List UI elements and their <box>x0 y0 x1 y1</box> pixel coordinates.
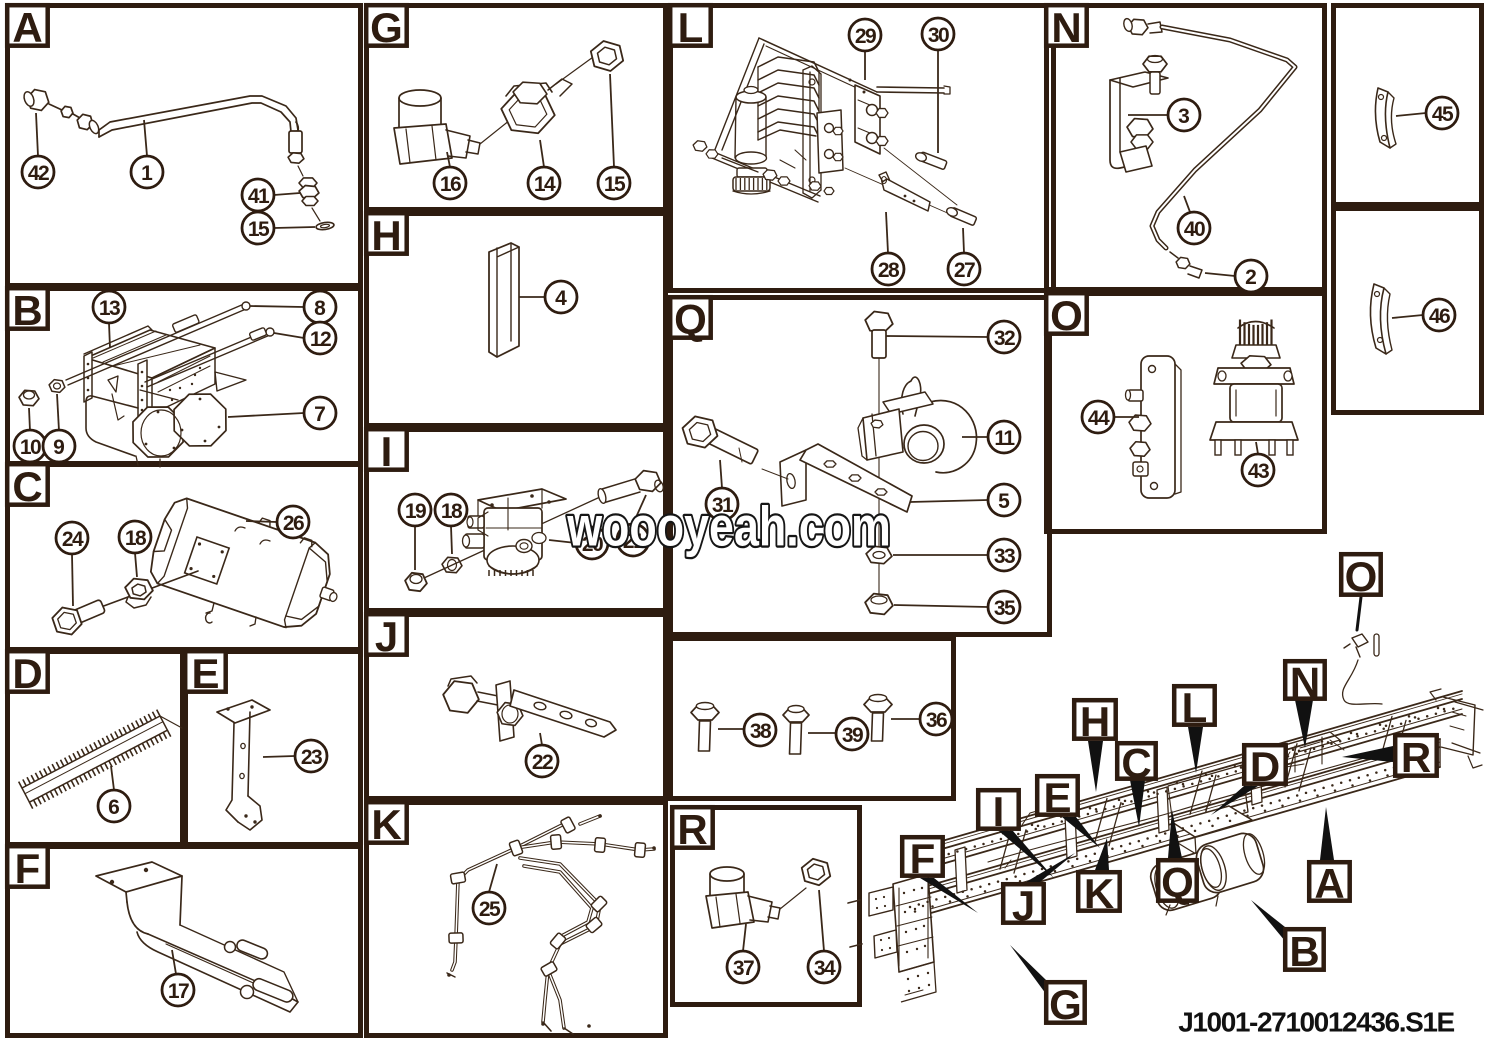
svg-text:J: J <box>375 613 398 660</box>
svg-text:29: 29 <box>855 25 876 48</box>
svg-text:30: 30 <box>928 24 949 47</box>
svg-text:D: D <box>1250 743 1280 790</box>
svg-text:22: 22 <box>532 751 553 774</box>
svg-text:23: 23 <box>301 746 322 769</box>
svg-text:I: I <box>381 428 393 475</box>
svg-text:19: 19 <box>405 500 426 523</box>
svg-text:E: E <box>191 650 219 697</box>
svg-text:6: 6 <box>108 796 120 819</box>
svg-text:39: 39 <box>842 724 863 747</box>
svg-text:N: N <box>1290 659 1320 706</box>
svg-text:5: 5 <box>998 490 1010 513</box>
svg-text:20: 20 <box>582 533 603 556</box>
svg-text:Q: Q <box>1161 859 1194 906</box>
svg-text:34: 34 <box>814 957 836 980</box>
svg-text:R: R <box>1401 734 1431 781</box>
svg-text:H: H <box>371 212 401 259</box>
svg-text:17: 17 <box>168 980 189 1003</box>
svg-text:H: H <box>1080 698 1110 745</box>
svg-text:2: 2 <box>1245 266 1257 289</box>
svg-text:41: 41 <box>248 185 270 208</box>
svg-text:25: 25 <box>479 898 501 921</box>
svg-text:33: 33 <box>994 545 1015 568</box>
svg-text:K: K <box>1084 870 1114 917</box>
svg-text:F: F <box>910 835 936 882</box>
svg-text:J1001-2710012436.S1E: J1001-2710012436.S1E <box>1178 1007 1454 1038</box>
svg-text:F: F <box>15 845 41 892</box>
svg-text:J: J <box>1012 882 1035 929</box>
svg-text:35: 35 <box>994 597 1016 620</box>
svg-text:42: 42 <box>28 162 49 185</box>
svg-text:14: 14 <box>534 173 556 196</box>
svg-text:16: 16 <box>440 173 461 196</box>
svg-text:8: 8 <box>314 297 326 320</box>
svg-text:3: 3 <box>1178 105 1190 128</box>
svg-text:9: 9 <box>53 436 65 459</box>
svg-text:C: C <box>12 463 42 510</box>
svg-text:L: L <box>678 4 704 51</box>
svg-text:37: 37 <box>733 957 754 980</box>
svg-text:32: 32 <box>994 327 1015 350</box>
svg-text:O: O <box>1345 553 1378 600</box>
svg-text:G: G <box>1049 981 1082 1028</box>
svg-text:L: L <box>1182 684 1208 731</box>
svg-text:11: 11 <box>994 427 1015 450</box>
svg-text:38: 38 <box>750 720 772 743</box>
svg-text:31: 31 <box>712 494 734 517</box>
svg-text:45: 45 <box>1432 103 1454 126</box>
svg-text:18: 18 <box>125 527 147 550</box>
svg-text:B: B <box>12 287 42 334</box>
svg-text:E: E <box>1043 774 1071 821</box>
svg-text:18: 18 <box>441 500 463 523</box>
svg-text:26: 26 <box>283 512 304 535</box>
svg-text:C: C <box>1121 740 1151 787</box>
svg-text:15: 15 <box>248 218 270 241</box>
svg-text:40: 40 <box>1184 218 1205 241</box>
svg-text:G: G <box>370 4 403 51</box>
svg-text:28: 28 <box>878 259 900 282</box>
svg-text:7: 7 <box>314 403 326 426</box>
svg-text:B: B <box>1289 928 1319 975</box>
svg-text:woooyeah.com: woooyeah.com <box>566 495 890 558</box>
svg-text:N: N <box>1051 4 1081 51</box>
svg-text:R: R <box>677 806 707 853</box>
svg-text:46: 46 <box>1429 305 1450 328</box>
svg-text:15: 15 <box>604 173 626 196</box>
svg-text:A: A <box>1314 860 1344 907</box>
svg-text:Q: Q <box>674 296 707 343</box>
svg-text:24: 24 <box>62 528 84 551</box>
svg-text:I: I <box>993 788 1005 835</box>
svg-text:O: O <box>1050 292 1083 339</box>
svg-text:44: 44 <box>1088 407 1110 430</box>
svg-text:4: 4 <box>555 287 567 310</box>
svg-text:21: 21 <box>623 530 645 553</box>
svg-text:43: 43 <box>1248 460 1269 483</box>
svg-text:36: 36 <box>926 709 947 732</box>
svg-text:10: 10 <box>20 436 41 459</box>
svg-text:D: D <box>12 650 42 697</box>
svg-text:1: 1 <box>141 162 153 185</box>
svg-text:13: 13 <box>99 297 120 320</box>
svg-text:12: 12 <box>310 328 331 351</box>
svg-text:27: 27 <box>954 259 975 282</box>
svg-text:K: K <box>371 801 401 848</box>
svg-text:A: A <box>12 4 42 51</box>
